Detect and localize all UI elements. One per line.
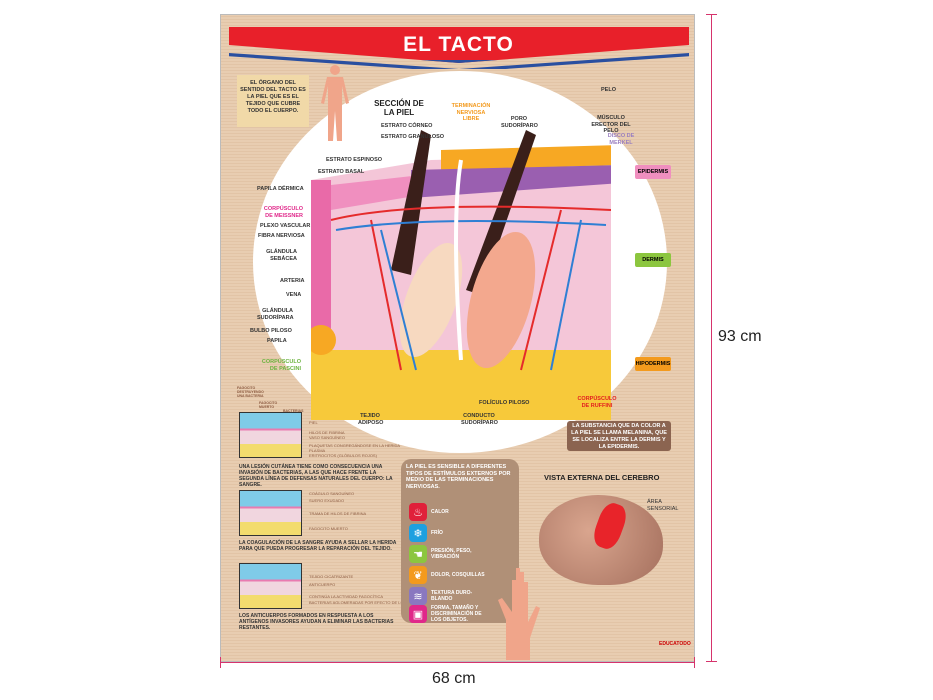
senses-panel: LA PIEL ES SENSIBLE A DIFERENTES TIPOS D… (401, 459, 519, 623)
tag-hipodermis: HIPODERMIS (635, 357, 671, 371)
label-anticuerpo: ANTICUERPO (309, 582, 336, 587)
sense-frio: ❄ FRÍO (409, 524, 491, 542)
label-fagocito-muerto: FAGOCITO MUERTO (259, 401, 278, 409)
height-dimension-line (711, 14, 712, 662)
label-bacterias: BACTERIAS (283, 409, 304, 413)
label-plaquetas: PLAQUETAS CONGREGÁNDOSE EN LA HERIDA (309, 443, 401, 448)
sense-label: DOLOR, COSQUILLAS (431, 572, 485, 578)
wound-text-3: LOS ANTICUERPOS FORMADOS EN RESPUESTA A … (239, 613, 394, 631)
sense-calor: ♨ CALOR (409, 503, 491, 521)
hand-press-icon: ☚ (409, 545, 427, 563)
sense-label: FRÍO (431, 530, 443, 536)
publisher-logo: EDUCATODO (659, 641, 691, 647)
label-vaso: VASO SANGUÍNEO (309, 435, 345, 440)
height-label: 93 cm (718, 328, 762, 345)
dimension-tick (220, 657, 221, 668)
label-estrato-corneo: ESTRATO CÓRNEO (381, 123, 433, 129)
skin-cross-section (311, 130, 611, 420)
label-terminacion: TERMINACIÓN NERVIOSA LIBRE (451, 103, 491, 122)
width-dimension-line (220, 662, 695, 663)
label-plexo-vascular: PLEXO VASCULAR (260, 223, 311, 229)
label-musculo: MÚSCULO ERECTOR DEL PELO (591, 115, 631, 134)
cube-icon: ▣ (409, 605, 427, 623)
melanin-note: LA SUBSTANCIA QUE DA COLOR A LA PIEL SE … (567, 421, 671, 451)
sense-label: FORMA, TAMAÑO Y DISCRIMINACIÓN DE LOS OB… (431, 605, 482, 623)
feather-icon: ❦ (409, 566, 427, 584)
dimension-tick (694, 657, 695, 668)
label-bulbo-piloso: BULBO PILOSO (250, 328, 292, 334)
label-estrato-granuloso: ESTRATO GRANULOSO (381, 134, 445, 140)
label-coagulo: COÁGULO SANGUÍNEO (309, 491, 355, 496)
brain-title: VISTA EXTERNA DEL CEREBRO (544, 473, 660, 482)
hand-image (498, 568, 540, 660)
label-actividad-fagocitica: CONTINÚA LA ACTIVIDAD FAGOCÍTICA (309, 594, 384, 599)
sense-label: PRESIÓN, PESO, VIBRACIÓN (431, 548, 472, 560)
poster: EL TACTO EL ÓRGANO DEL SENTIDO DEL TACTO… (220, 14, 695, 662)
label-glandula-sebacea: GLÁNDULA SEBÁCEA (266, 249, 297, 262)
label-pascini: CORPÚSCULO DE PASCINI (261, 359, 301, 372)
section-title: SECCIÓN DE LA PIEL (374, 99, 424, 117)
label-plasma: PLASMA (309, 448, 326, 453)
label-tejido-adiposo: TEJIDO ADIPOSO (358, 413, 384, 426)
label-vena: VENA (286, 292, 302, 298)
label-area-sensorial: ÁREA SENSORIAL (647, 499, 679, 512)
intro-text: EL ÓRGANO DEL SENTIDO DEL TACTO ES LA PI… (237, 75, 309, 127)
snowflake-icon: ❄ (409, 524, 427, 542)
label-arteria: ARTERIA (280, 278, 305, 284)
flame-icon: ♨ (409, 503, 427, 521)
wound-text-1: UNA LESIÓN CUTÁNEA TIENE COMO CONSECUENC… (239, 464, 393, 488)
wound-diagram-3 (239, 563, 302, 609)
label-papila-dermica: PAPILA DÉRMICA (257, 186, 304, 192)
label-pelo: PELO (601, 87, 616, 93)
label-tejido-cicatrizante: TEJIDO CICATRIZANTE (309, 574, 354, 579)
wound-diagram-2 (239, 490, 302, 536)
label-papila: PAPILA (267, 338, 287, 344)
sense-textura: ≋ TEXTURA DURO-BLANDO (409, 587, 491, 605)
dimension-tick (706, 661, 717, 662)
wound-text-2: LA COAGULACIÓN DE LA SANGRE AYUDA A SELL… (239, 540, 397, 552)
label-glandula-sudoripara: GLÁNDULA SUDORÍPARA (257, 308, 294, 321)
sense-forma: ▣FORMA, TAMAÑO Y DISCRIMINACIÓN DE LOS O… (409, 605, 491, 623)
tag-epidermis: EPIDERMIS (635, 165, 671, 179)
label-ruffini: CORPÚSCULO DE RUFFINI (577, 396, 617, 409)
label-conducto: CONDUCTO SUDORÍPARO (461, 413, 498, 426)
label-trama: TRAMA DE HILOS DE FIBRINA (309, 511, 367, 516)
tag-dermis: DERMIS (635, 253, 671, 267)
label-fagocito-muerto-2: FAGOCITO MUERTO (309, 526, 348, 531)
label-piel: PIEL (309, 420, 318, 425)
poster-title: EL TACTO (403, 33, 514, 56)
label-hilos-fibrina: HILOS DE FIBRINA (309, 430, 345, 435)
wound-diagram-1 (239, 412, 302, 458)
waves-icon: ≋ (409, 587, 427, 605)
dimension-tick (706, 14, 717, 15)
label-estrato-basal: ESTRATO BASAL (318, 169, 365, 175)
width-label: 68 cm (432, 670, 476, 687)
label-meissner: CORPÚSCULO DE MEISSNER (263, 206, 303, 219)
sense-dolor: ❦ DOLOR, COSQUILLAS (409, 566, 491, 584)
label-foliculo: FOLÍCULO PILOSO (479, 400, 530, 406)
label-merkel: DISCO DE MERKEL (607, 133, 635, 146)
label-estrato-espinoso: ESTRATO ESPINOSO (326, 157, 383, 163)
label-eritrocitos: ERITROCITOS (GLÓBULOS ROJOS) (309, 453, 377, 458)
label-poro: PORO SUDORÍPARO (501, 116, 538, 129)
sense-label: CALOR (431, 509, 449, 515)
label-fibra-nerviosa: FIBRA NERVIOSA (258, 233, 305, 239)
sense-label: TEXTURA DURO-BLANDO (431, 590, 473, 602)
sense-presion: ☚ PRESIÓN, PESO, VIBRACIÓN (409, 545, 491, 563)
senses-title: LA PIEL ES SENSIBLE A DIFERENTES TIPOS D… (406, 464, 511, 490)
label-suero: SUERO EXUDADO (309, 498, 345, 503)
label-fagocito-destruyendo: FAGOCITO DESTRUYENDO UNA BACTERIA (237, 386, 264, 398)
label-bacterias-aglomeradas: BACTERIAS AGLOMERADAS POR EFECTO DE LOS … (309, 600, 437, 605)
human-body-icon (321, 65, 349, 141)
